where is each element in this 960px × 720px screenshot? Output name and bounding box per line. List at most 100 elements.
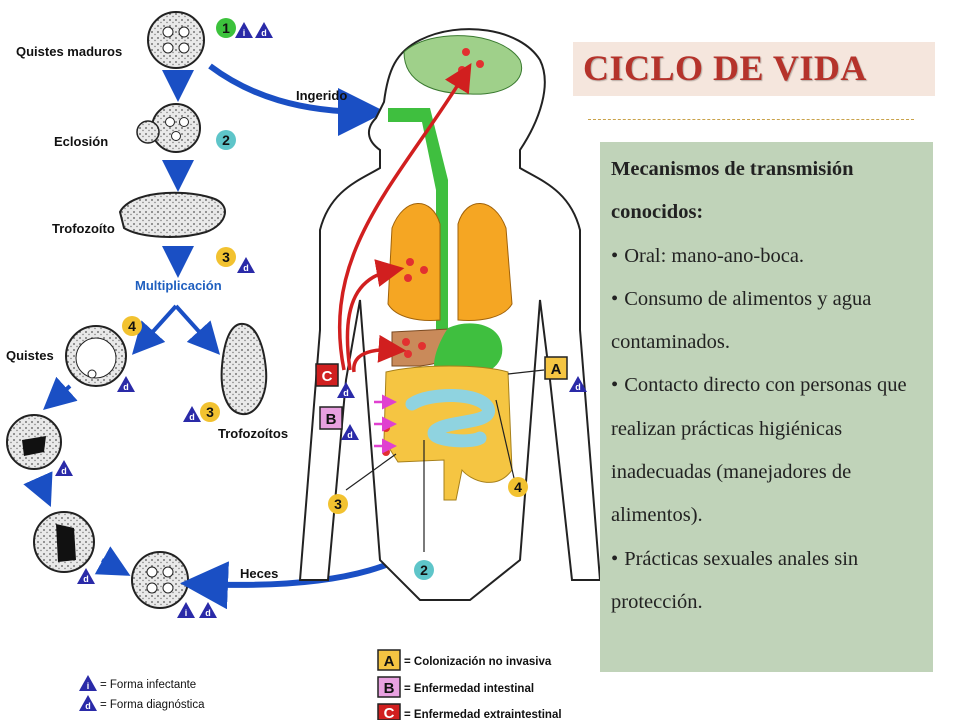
label-hatching: Eclosión xyxy=(54,134,108,149)
step-4-badge: 4 xyxy=(122,316,142,336)
svg-text:B: B xyxy=(326,411,337,428)
flow-arrows xyxy=(23,70,221,576)
list-item: •Oral: mano-ano-boca. xyxy=(611,244,805,267)
marker-d-chromatoid-2: d xyxy=(77,568,95,584)
list-item: •Prácticas sexuales anales sin protecció… xyxy=(611,547,859,613)
step-3-badge-body: 3 xyxy=(328,494,348,514)
box-B: B xyxy=(319,406,343,430)
svg-text:d: d xyxy=(347,430,353,440)
svg-text:i: i xyxy=(243,28,246,38)
svg-text:C: C xyxy=(384,705,395,720)
marker-d-box-A: d xyxy=(569,376,587,392)
box-A: A xyxy=(544,356,568,380)
stomach xyxy=(434,323,503,379)
label-ingested: Ingerido xyxy=(296,88,347,103)
marker-d-cysts: d xyxy=(117,376,135,392)
hatching-cyst xyxy=(136,103,201,153)
svg-text:= Colonización no invasiva: = Colonización no invasiva xyxy=(404,656,552,668)
label-multiplication: Multiplicación xyxy=(135,278,222,293)
step-4-badge-body: 4 xyxy=(508,477,528,497)
step-1-badge: 1 xyxy=(216,18,236,38)
mature-cyst-bottom xyxy=(131,551,189,609)
step-3-badge-trophozoites: 3 xyxy=(200,402,220,422)
step-2-badge-body: 2 xyxy=(414,560,434,580)
trophozoites-shape xyxy=(220,322,268,416)
legend-C: C = Enfermedad extraintestinal xyxy=(377,703,562,720)
pink-arrows xyxy=(374,394,397,454)
marker-d-box-C: d xyxy=(337,382,355,398)
legend-A: A = Colonización no invasiva xyxy=(377,649,552,671)
box-C: C xyxy=(315,363,339,387)
marker-d-box-B: d xyxy=(341,424,359,440)
svg-text:d: d xyxy=(85,701,91,711)
svg-text:4: 4 xyxy=(514,479,522,495)
step-2-badge: 2 xyxy=(216,130,236,150)
red-arrows xyxy=(337,63,472,373)
svg-text:= Forma infectante: = Forma infectante xyxy=(100,679,196,691)
svg-text:d: d xyxy=(123,382,129,392)
marker-i-bottom: i xyxy=(177,602,195,618)
marker-d-1: d xyxy=(255,22,273,38)
human-body xyxy=(298,28,602,601)
svg-text:= Enfermedad extraintestinal: = Enfermedad extraintestinal xyxy=(404,709,562,720)
svg-text:4: 4 xyxy=(128,318,136,334)
info-heading: Mecanismos de transmisión conocidos: xyxy=(611,158,854,224)
pointer-lines xyxy=(345,369,545,552)
page-title: CICLO DE VIDA xyxy=(583,48,867,88)
svg-text:d: d xyxy=(261,28,267,38)
svg-text:B: B xyxy=(384,680,395,697)
title-divider xyxy=(588,119,914,120)
small-intestine xyxy=(405,389,495,448)
svg-text:d: d xyxy=(243,263,249,273)
label-feces: Heces xyxy=(240,566,278,581)
label-trophozoite: Trofozoíto xyxy=(52,221,115,236)
svg-text:3: 3 xyxy=(334,496,342,512)
left-lung xyxy=(387,203,441,321)
label-mature-cysts: Quistes maduros xyxy=(16,44,122,59)
svg-text:= Forma diagnóstica: = Forma diagnóstica xyxy=(100,699,205,711)
marker-d-trophozoites: d xyxy=(183,406,201,422)
list-item: •Contacto directo con personas que reali… xyxy=(611,374,907,527)
svg-text:d: d xyxy=(205,608,211,618)
marker-i-1: i xyxy=(235,22,253,38)
marker-d-chromatoid-1: d xyxy=(55,460,73,476)
marker-d-3: d xyxy=(237,257,255,273)
svg-text:2: 2 xyxy=(420,562,428,578)
label-trophozoites: Trofozoítos xyxy=(218,426,288,441)
ingested-arrow xyxy=(208,63,386,136)
cyst-chromatoid-2 xyxy=(33,511,95,573)
svg-text:i: i xyxy=(87,681,90,691)
transmission-list: •Oral: mano-ano-boca. •Consumo de alimen… xyxy=(611,235,927,625)
svg-text:A: A xyxy=(551,361,562,378)
svg-text:d: d xyxy=(83,574,89,584)
svg-text:3: 3 xyxy=(206,404,214,420)
legend-diagnostic: d = Forma diagnóstica xyxy=(79,695,205,711)
mature-cyst-top xyxy=(147,11,205,69)
label-cysts: Quistes xyxy=(6,348,54,363)
svg-text:d: d xyxy=(189,412,195,422)
legend-B: B = Enfermedad intestinal xyxy=(377,676,534,698)
svg-text:d: d xyxy=(343,388,349,398)
info-panel-content: Mecanismos de transmisión conocidos: •Or… xyxy=(611,148,927,624)
svg-text:= Enfermedad intestinal: = Enfermedad intestinal xyxy=(404,683,534,695)
svg-text:i: i xyxy=(185,608,188,618)
svg-text:A: A xyxy=(384,653,395,670)
svg-text:2: 2 xyxy=(222,132,230,148)
right-lung xyxy=(457,203,513,321)
cyst-chromatoid-1 xyxy=(6,414,62,470)
trophozoite-shape xyxy=(118,191,226,238)
title-banner xyxy=(573,42,935,96)
svg-text:C: C xyxy=(322,368,333,385)
legend-infective: i = Forma infectante xyxy=(79,675,196,691)
svg-text:d: d xyxy=(575,382,581,392)
marker-d-bottom: d xyxy=(199,602,217,618)
list-item: •Consumo de alimentos y agua contaminado… xyxy=(611,287,872,354)
cyst-left xyxy=(65,325,127,387)
svg-text:3: 3 xyxy=(222,249,230,265)
esophagus xyxy=(388,108,448,330)
info-panel xyxy=(600,142,933,672)
svg-text:d: d xyxy=(61,466,67,476)
svg-text:1: 1 xyxy=(222,20,230,36)
step-3-badge: 3 xyxy=(216,247,236,267)
